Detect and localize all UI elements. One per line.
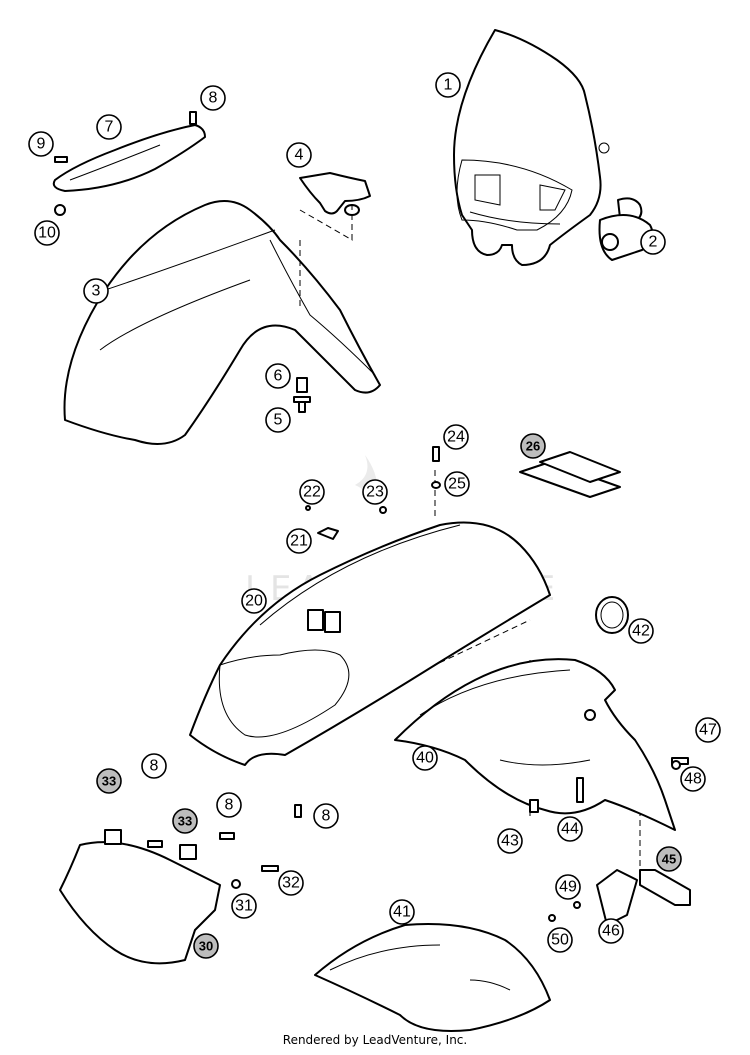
callout-30[interactable]: 30	[193, 933, 219, 959]
svg-text:33: 33	[178, 814, 192, 829]
side-panel	[394, 658, 676, 831]
callout-33-right[interactable]: 33	[172, 808, 198, 834]
svg-text:49: 49	[559, 879, 577, 896]
callout-9[interactable]: 9	[28, 131, 54, 157]
callout-6[interactable]: 6	[265, 363, 291, 389]
svg-text:24: 24	[447, 429, 465, 446]
callout-25[interactable]: 25	[444, 471, 470, 497]
callout-8-right[interactable]: 8	[313, 803, 339, 829]
svg-text:31: 31	[235, 898, 253, 915]
callout-3[interactable]: 3	[83, 278, 109, 304]
svg-text:42: 42	[632, 623, 650, 640]
callout-47[interactable]: 47	[695, 717, 721, 743]
svg-text:47: 47	[699, 722, 717, 739]
svg-text:20: 20	[245, 593, 263, 610]
headlight-clamp	[598, 197, 654, 261]
callout-41[interactable]: 41	[389, 899, 415, 925]
headlight-mask	[453, 29, 610, 266]
filler-cap	[595, 596, 629, 634]
callout-8-mid[interactable]: 8	[216, 792, 242, 818]
small-fasteners	[305, 446, 441, 540]
svg-text:46: 46	[602, 923, 620, 940]
svg-text:8: 8	[209, 90, 218, 107]
svg-text:8: 8	[225, 797, 234, 814]
svg-text:2: 2	[649, 234, 658, 251]
number-plate	[59, 841, 221, 965]
svg-text:48: 48	[684, 771, 702, 788]
callout-42[interactable]: 42	[628, 618, 654, 644]
callout-4[interactable]: 4	[286, 142, 312, 168]
svg-text:40: 40	[416, 750, 434, 767]
svg-text:1: 1	[444, 77, 453, 94]
callout-45[interactable]: 45	[656, 846, 682, 872]
svg-text:21: 21	[290, 533, 308, 550]
callout-26[interactable]: 26	[520, 433, 546, 459]
svg-text:25: 25	[448, 476, 466, 493]
callout-33-left[interactable]: 33	[96, 768, 122, 794]
svg-text:8: 8	[150, 758, 159, 775]
callout-23[interactable]: 23	[362, 479, 388, 505]
front-fender	[63, 200, 381, 445]
callout-50[interactable]: 50	[547, 927, 573, 953]
callout-22[interactable]: 22	[299, 479, 325, 505]
svg-text:50: 50	[551, 932, 569, 949]
fender-bracket	[299, 172, 371, 216]
callout-40[interactable]: 40	[412, 745, 438, 771]
svg-text:33: 33	[102, 774, 116, 789]
callout-8-left[interactable]: 8	[141, 753, 167, 779]
bolt-and-spacer	[293, 377, 311, 413]
svg-text:45: 45	[662, 852, 676, 867]
side-fasteners	[529, 757, 689, 813]
svg-text:22: 22	[303, 484, 321, 501]
callout-49[interactable]: 49	[555, 874, 581, 900]
svg-text:6: 6	[274, 368, 283, 385]
callout-24[interactable]: 24	[443, 424, 469, 450]
callout-21[interactable]: 21	[286, 528, 312, 554]
callout-8-top[interactable]: 8	[200, 85, 226, 111]
svg-text:26: 26	[526, 439, 540, 454]
svg-text:43: 43	[501, 833, 519, 850]
svg-text:30: 30	[199, 939, 213, 954]
front-guard-plate	[52, 111, 206, 216]
adhesive-strips	[519, 451, 621, 498]
svg-text:8: 8	[322, 808, 331, 825]
callout-43[interactable]: 43	[497, 828, 523, 854]
callout-46[interactable]: 46	[598, 918, 624, 944]
callout-7[interactable]: 7	[96, 114, 122, 140]
callout-2[interactable]: 2	[640, 229, 666, 255]
callouts: 1 2 3 4 5 6 7 8 8 8 8 9 10 20 21 22 23 2…	[28, 72, 721, 959]
svg-text:4: 4	[295, 147, 304, 164]
svg-text:32: 32	[282, 875, 300, 892]
svg-text:23: 23	[366, 484, 384, 501]
callout-31[interactable]: 31	[231, 893, 257, 919]
callout-10[interactable]: 10	[34, 220, 60, 246]
plate-fasteners	[104, 804, 302, 889]
footer-credit: Rendered by LeadVenture, Inc.	[282, 1033, 468, 1047]
rear-fender	[189, 521, 551, 766]
callout-44[interactable]: 44	[557, 816, 583, 842]
callout-48[interactable]: 48	[680, 766, 706, 792]
svg-text:3: 3	[92, 283, 101, 300]
callout-5[interactable]: 5	[265, 407, 291, 433]
svg-text:10: 10	[38, 225, 56, 242]
callout-32[interactable]: 32	[278, 870, 304, 896]
rear-mudguard	[314, 923, 551, 1032]
svg-text:41: 41	[393, 904, 411, 921]
svg-text:44: 44	[561, 821, 579, 838]
callout-20[interactable]: 20	[241, 588, 267, 614]
reflector-bracket	[548, 869, 691, 926]
svg-text:7: 7	[105, 119, 114, 136]
svg-text:9: 9	[37, 136, 46, 153]
callout-1[interactable]: 1	[435, 72, 461, 98]
svg-text:5: 5	[274, 412, 283, 429]
